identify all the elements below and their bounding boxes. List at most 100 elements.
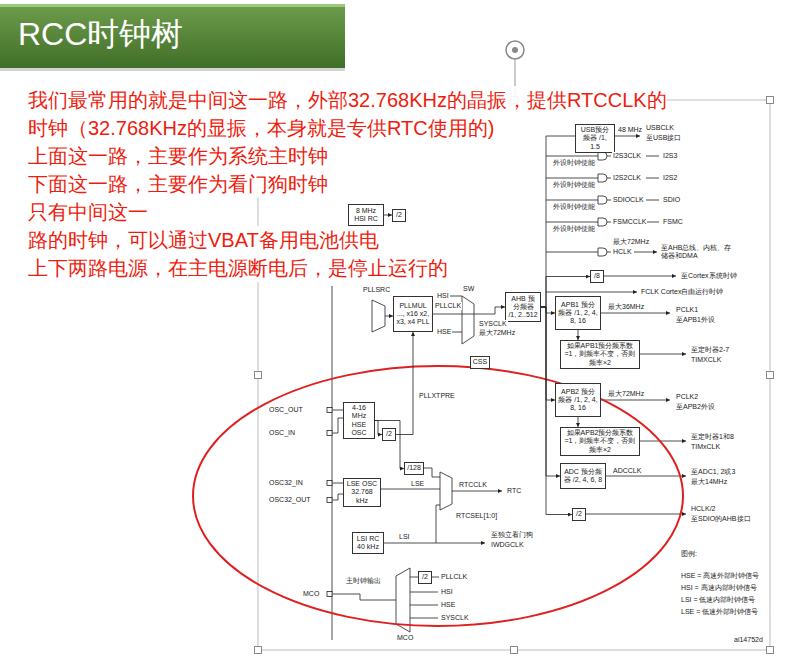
rotate-handle-dot: [512, 47, 518, 53]
signal-label: RTCSEL[1:0]: [455, 512, 498, 520]
resize-handle: [767, 372, 774, 379]
box-text: /2: [422, 573, 428, 581]
signal-label: 至USB接口: [645, 134, 682, 142]
signal-label: OSC32_IN: [268, 479, 304, 487]
and-gate: [598, 248, 607, 256]
wire: [333, 494, 343, 500]
signal-label: HSE: [436, 328, 452, 336]
process-box: 如果APB1预分频系数=1，则频率不变，否则频率×2: [560, 340, 640, 369]
wire: [604, 276, 676, 277]
signal-label: PLLSRC: [362, 286, 391, 294]
process-box: APB2 预分频器 /1, 2, 4, 8, 16: [555, 383, 601, 417]
box-text: 如果APB2预分频系数=1，则频率不变，否则频率×2: [563, 429, 637, 453]
box-text: USB预分频器 /1, 1.5: [578, 126, 612, 150]
annotation-note: 路的时钟，可以通过VBAT备用电池供电: [28, 226, 379, 254]
signal-label: I2S3CLK: [612, 152, 642, 160]
signal-label: USBCLK: [645, 124, 675, 132]
signal-label: 最大72MHz: [478, 329, 516, 337]
box-text: LSI RC 40 kHz: [355, 535, 381, 551]
signal-label: 外设时钟使能: [552, 159, 596, 167]
annotation-note: 只有中间这一: [28, 198, 148, 226]
signal-label: 至ADC1, 2或3: [690, 468, 736, 476]
signal-label: OSC_OUT: [268, 406, 304, 414]
signal-label: 至APB1外设: [675, 316, 716, 324]
signal-label: HSI: [436, 292, 450, 300]
box-text: ADC 预分频器 /2, 4, 6, 8: [563, 468, 603, 484]
wire: [601, 313, 670, 314]
signal-label: SDIOCLK: [612, 196, 645, 204]
wire: [384, 543, 485, 544]
chip-boundary: [332, 286, 333, 640]
signal-label: HCLK/2: [690, 505, 717, 513]
signal-label: SYSCLK: [478, 320, 508, 328]
process-box: /8: [590, 270, 604, 283]
signal-label: HCLK: [612, 248, 633, 256]
wire: [452, 491, 502, 492]
signal-label: MCO: [396, 634, 414, 642]
wire: [546, 156, 598, 252]
signal-label: FSMC: [662, 218, 684, 226]
signal-label: 至AHB总线、内核、存储器和DMA: [660, 244, 734, 260]
signal-label: PLLCLK: [434, 302, 462, 310]
wire: [546, 136, 575, 137]
signal-label: MCO: [302, 590, 320, 598]
signal-label: LSE = 低速外部时钟信号: [680, 608, 759, 616]
clock-wires: [327, 136, 686, 640]
signal-label: RTCCLK: [458, 481, 488, 489]
connector: [578, 330, 579, 340]
annotation-note: 时钟（32.768KHz的显振，本身就是专供RTC使用的): [28, 114, 494, 142]
process-box: /2: [382, 428, 396, 441]
box-text: /8: [594, 272, 600, 280]
signal-label: 至APB2外设: [675, 403, 716, 411]
signal-label: TIMxCLK: [690, 443, 721, 451]
process-box: 如果APB2预分频系数=1，则频率不变，否则频率×2: [560, 427, 640, 456]
process-box: 4-16 MHz HSE OSC: [343, 402, 375, 439]
connector: [541, 307, 555, 400]
title-banner: [0, 4, 345, 68]
signal-label: RTC: [506, 487, 522, 495]
resize-handle: [511, 647, 518, 654]
process-box: LSE OSC 32.768 kHz: [343, 478, 381, 507]
process-box: /2: [418, 571, 432, 584]
box-text: PLLMUL: [399, 302, 426, 310]
resize-handle: [255, 647, 262, 654]
rotate-handle: [506, 41, 524, 59]
signal-label: 至Cortex系统时钟: [680, 272, 738, 280]
signal-label: 48 MHz: [617, 126, 643, 134]
and-gate: [598, 152, 607, 160]
pin: [327, 592, 332, 597]
signal-label: 最大14MHz: [690, 478, 728, 486]
wire: [381, 489, 440, 490]
signal-label: 主时钟输出: [345, 577, 382, 585]
signal-label: 最大36MHz: [607, 303, 645, 311]
signal-label: 最大72MHz: [612, 238, 650, 246]
resize-handle: [255, 372, 262, 379]
signal-label: HSE = 高速外部时钟信号: [680, 572, 760, 580]
signal-label: 外设时钟使能: [552, 203, 596, 211]
and-gate: [598, 196, 607, 204]
slide-title: RCC时钟树: [18, 14, 183, 54]
connector: [384, 215, 392, 216]
signal-label: FSMCCLK: [612, 218, 647, 226]
resize-handle: [767, 97, 774, 104]
signal-label: LSI: [398, 533, 411, 541]
box-text: /2: [386, 430, 392, 438]
signal-label: 外设时钟使能: [552, 225, 596, 233]
signal-label: 至定时器2-7: [690, 346, 730, 354]
and-gate: [598, 174, 607, 182]
signal-label: 至独立看门狗: [490, 531, 534, 539]
signal-label: PLLXTPRE: [418, 392, 456, 400]
signal-label: I2S2CLK: [612, 174, 642, 182]
process-box: CSS: [470, 356, 490, 369]
annotation-note: 我们最常用的就是中间这一路，外部32.768KHz的晶振，提供RTCCLK的: [28, 86, 667, 114]
process-box: ADC 预分频器 /2, 4, 6, 8: [560, 463, 606, 489]
signal-label: HSI = 高速内部时钟信号: [680, 584, 758, 592]
box-text: CSS: [473, 358, 487, 366]
wire: [640, 354, 686, 355]
connector: [375, 421, 382, 435]
signal-label: TIMXCLK: [690, 356, 722, 364]
banner-highlight: [0, 4, 345, 7]
sw-mux: [462, 296, 474, 344]
signal-label: 图例:: [680, 550, 698, 558]
